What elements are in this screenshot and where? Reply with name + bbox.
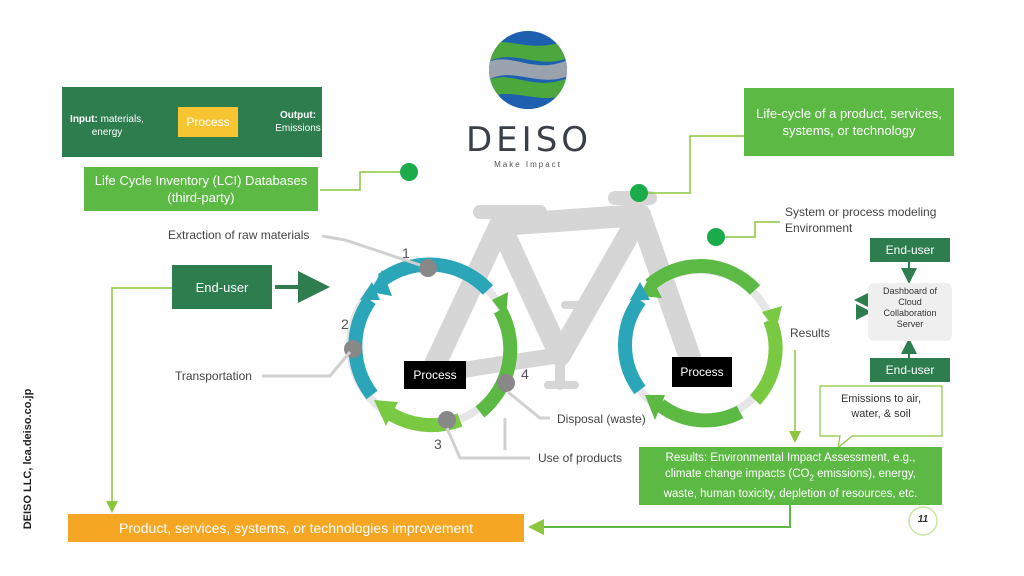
modeling-environment-label: System or process modeling Environment <box>785 205 937 235</box>
globe-icon <box>489 31 567 109</box>
stage-number-1: 1 <box>402 245 410 261</box>
disposal-label: Disposal (waste) <box>557 412 646 426</box>
use-of-products-label: Use of products <box>538 451 623 465</box>
input-process-output-box: Input: materials, energy Process Output:… <box>62 87 322 157</box>
right-wheel-arrowheads <box>630 275 782 420</box>
dashboard-server-box: Dashboard of Cloud Collaboration Server <box>868 283 952 341</box>
left-wheel-arrowheads <box>360 270 508 426</box>
page-number: 11 <box>917 514 929 525</box>
transportation-label: Transportation <box>175 369 252 383</box>
lifecycle-box: Life-cycle of a product, services, syste… <box>744 88 954 156</box>
right-lifecycle-wheel <box>618 258 783 428</box>
results-assessment-box: Results: Environmental Impact Assessment… <box>639 447 942 505</box>
lci-databases-box: Life Cycle Inventory (LCI) Databases (th… <box>84 167 318 211</box>
end-user-bottom-box: End-user <box>870 358 950 382</box>
lifecycle-line1: Life-cycle of a product, services, <box>756 106 942 121</box>
lifecycle-line2: systems, or technology <box>782 123 916 138</box>
input-text: Input: materials, energy <box>70 114 144 138</box>
brand-name: DEISO <box>466 120 593 160</box>
process-left-box: Process <box>404 361 466 389</box>
extraction-label: Extraction of raw materials <box>168 228 310 242</box>
stage-number-4: 4 <box>521 366 529 382</box>
stage-number-2: 2 <box>341 316 349 332</box>
improvement-box: Product, services, systems, or technolog… <box>68 514 524 542</box>
output-text: Output:Emissions <box>275 110 321 134</box>
lci-line1: Life Cycle Inventory (LCI) Databases <box>94 173 308 188</box>
deiso-logo <box>488 30 568 110</box>
results-label: Results <box>790 326 831 340</box>
brand-tagline: Make Impact <box>494 160 562 169</box>
process-right-box: Process <box>672 357 732 387</box>
emissions-callout: Emissions to air, water, & soil <box>840 393 922 420</box>
stage-number-3: 3 <box>434 436 442 452</box>
side-company-text: DEISO LLC, lca.deiso.co.jp <box>22 388 34 530</box>
end-user-top-box: End-user <box>870 238 950 262</box>
lci-line2: (third-party) <box>167 190 235 205</box>
ipo-process-box: Process <box>178 107 238 137</box>
end-user-left-box: End-user <box>172 265 272 309</box>
